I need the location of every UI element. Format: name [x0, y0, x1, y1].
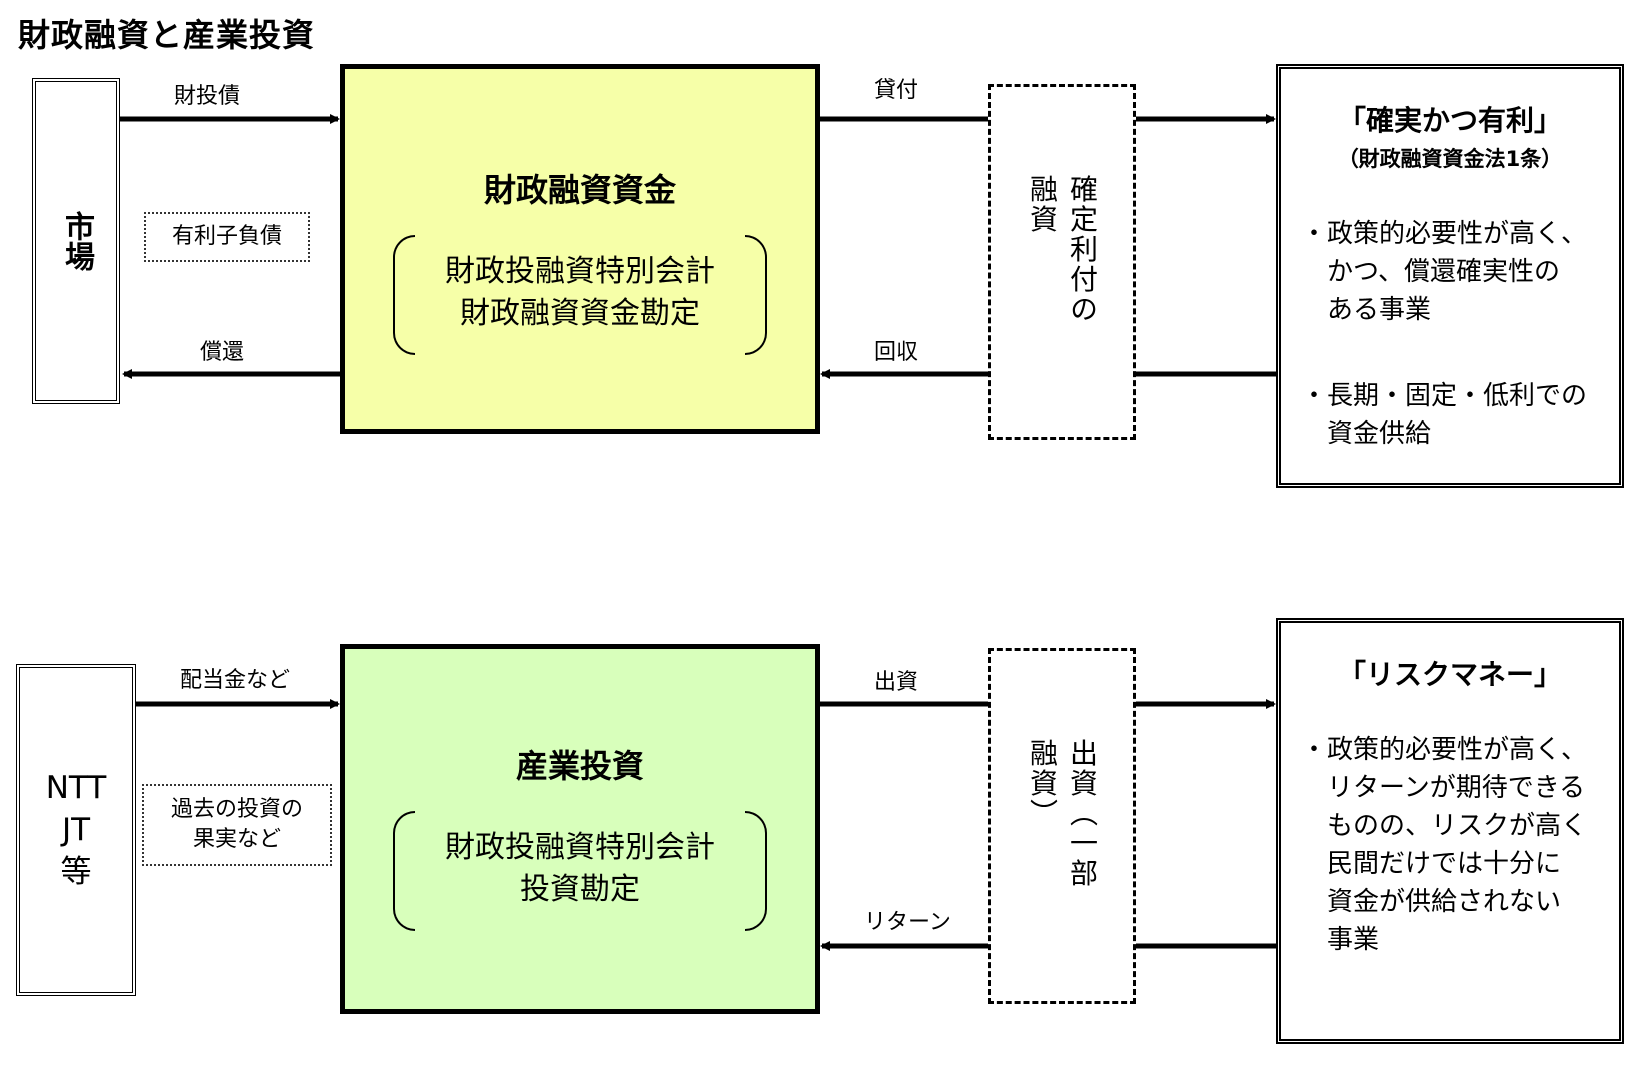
body-line: ・政策的必要性が高く、 — [1301, 735, 1588, 765]
account-line-1: 財政投融資特別会計 — [445, 254, 715, 289]
kaishu-label: 回収 — [874, 340, 919, 365]
risk-money-box: 「リスクマネー」 ・政策的必要性が高く、 リターンが期待できる ものの、リスクが… — [1276, 618, 1624, 1044]
sangyo-toshi-box: 産業投資 財政投融資特別会計 投資勘定 — [340, 644, 820, 1014]
return-label: リターン — [864, 910, 951, 935]
past-returns-line-2: 果実など — [192, 827, 281, 852]
kakujitsu-subheading: （財政融資資金法1条） — [1337, 147, 1563, 171]
past-returns-line-1: 過去の投資の — [170, 797, 303, 822]
body-line: ・長期・固定・低利での — [1301, 381, 1588, 411]
fixed-rate-loan-label: 確定利付の融資 — [1026, 174, 1099, 325]
body-line: ある事業 — [1301, 295, 1432, 325]
body-line: かつ、償還確実性の — [1301, 257, 1560, 287]
debt-box: 有利子負債 — [144, 212, 310, 262]
source-line: JT — [61, 812, 91, 848]
kakujitsu-box: 「確実かつ有利」 （財政融資資金法1条） ・政策的必要性が高く、 かつ、償還確実… — [1276, 64, 1624, 488]
shusshi-middle-label: 出資（一部融資） — [1026, 738, 1099, 889]
shoukan-label: 償還 — [200, 340, 245, 365]
account-bracket: 財政投融資特別会計 投資勘定 — [393, 811, 767, 931]
past-returns-box: 過去の投資の 果実など — [142, 784, 332, 866]
shusshi-label: 出資 — [874, 670, 919, 695]
market-label: 市場 — [59, 211, 94, 271]
shusshi-box: 出資（一部融資） — [988, 648, 1136, 1004]
body-spacer — [1301, 329, 1611, 377]
account-bracket: 財政投融資特別会計 財政融資資金勘定 — [393, 235, 767, 355]
haitoukin-label: 配当金など — [180, 668, 291, 693]
zaisei-yushi-box: 財政融資資金 財政投融資特別会計 財政融資資金勘定 — [340, 64, 820, 434]
page-title: 財政融資と産業投資 — [18, 16, 316, 54]
account-line-1: 財政投融資特別会計 — [445, 830, 715, 865]
body-line: リターンが期待できる — [1301, 773, 1586, 803]
body-line: 資金が供給されない — [1301, 887, 1562, 917]
debt-label: 有利子負債 — [171, 224, 282, 249]
source-line: 等 — [60, 854, 92, 890]
ntt-jt-box: NTT JT 等 — [16, 664, 136, 996]
account-line-2: 財政融資資金勘定 — [460, 296, 700, 331]
sangyo-toshi-title: 産業投資 — [515, 747, 644, 785]
account-line-2: 投資勘定 — [520, 872, 640, 907]
risk-money-body: ・政策的必要性が高く、 リターンが期待できる ものの、リスクが高く 民間だけでは… — [1301, 731, 1611, 959]
kakujitsu-heading: 「確実かつ有利」 — [1337, 104, 1562, 137]
zaisei-yushi-title: 財政融資資金 — [483, 171, 676, 209]
risk-money-heading: 「リスクマネー」 — [1337, 658, 1562, 691]
zaitousai-label: 財投債 — [174, 84, 241, 109]
kakujitsu-body: ・政策的必要性が高く、 かつ、償還確実性の ある事業 ・長期・固定・低利での 資… — [1301, 215, 1611, 453]
body-line: 資金供給 — [1301, 419, 1432, 449]
body-line: 事業 — [1301, 925, 1380, 955]
body-line: 民間だけでは十分に — [1301, 849, 1562, 879]
body-line: ・政策的必要性が高く、 — [1301, 219, 1588, 249]
fixed-rate-loan-box: 確定利付の融資 — [988, 84, 1136, 440]
kashitsuke-label: 貸付 — [874, 78, 919, 103]
source-line: NTT — [45, 770, 107, 806]
body-line: ものの、リスクが高く — [1301, 811, 1588, 841]
market-box: 市場 — [32, 78, 120, 404]
